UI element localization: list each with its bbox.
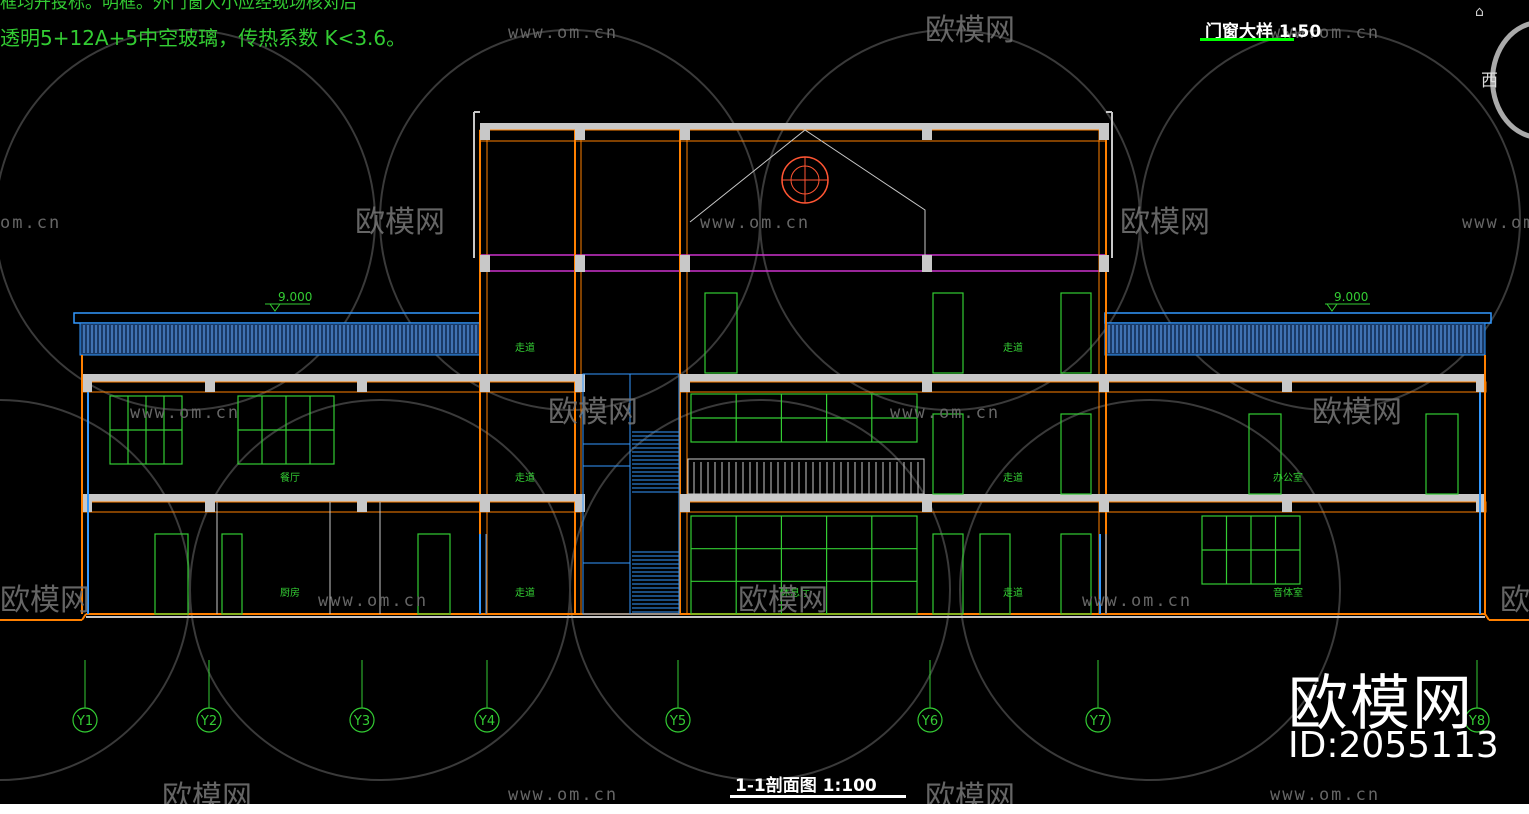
watermark-brand-large: 欧模网 xyxy=(1288,669,1474,739)
watermark-url: www.om.cn xyxy=(1462,213,1529,233)
bottom-border xyxy=(0,804,1529,814)
watermark-url: www.om.cn xyxy=(130,403,240,423)
watermark-url: www.om.cn xyxy=(890,403,1000,423)
watermark-url: om.cn xyxy=(0,213,61,233)
axis-label: Y6 xyxy=(921,714,938,729)
section-title-underline xyxy=(730,795,906,798)
room-label: 走道 xyxy=(1003,586,1023,599)
room-label: 走道 xyxy=(515,586,535,599)
room-label: 办公室 xyxy=(1273,471,1303,484)
watermark-brand: 欧模网 xyxy=(1120,205,1210,240)
wing-walls xyxy=(81,355,1486,614)
watermark-brand: 欧模网 xyxy=(1500,583,1529,618)
home-icon[interactable]: ⌂ xyxy=(1475,4,1484,20)
room-label: 厨房 xyxy=(280,586,300,599)
watermark-url: www.om.cn xyxy=(700,213,810,233)
watermark-id: ID:2055113 xyxy=(1288,725,1499,766)
room-label: 休息厅 xyxy=(780,586,810,599)
axis-bubble-y2: Y2 xyxy=(196,660,222,733)
spec-note-line-2: 透明5+12A+5中空玻璃，传热系数 K<3.6。 xyxy=(0,26,407,50)
axis-label: Y2 xyxy=(200,714,217,729)
room-label: 走道 xyxy=(515,341,535,354)
axis-bubble-y6: Y6 xyxy=(917,660,943,733)
watermark-brand: 欧模网 xyxy=(1312,395,1402,430)
watermark-circles xyxy=(0,29,1521,781)
openings xyxy=(109,292,1459,615)
elevation-label-left: 9.000 xyxy=(278,290,312,304)
balcony-railing xyxy=(687,458,925,495)
axis-label: Y8 xyxy=(1468,714,1485,729)
room-label: 走道 xyxy=(1003,341,1023,354)
axis-bubble-y3: Y3 xyxy=(349,660,375,733)
axis-bubble-y8: Y8 xyxy=(1464,660,1490,733)
room-label: 走道 xyxy=(1003,471,1023,484)
watermark-brand: 欧模网 xyxy=(548,395,638,430)
watermark-url: www.om.cn xyxy=(1270,785,1380,805)
axis-bubble-y7: Y7 xyxy=(1085,660,1111,733)
room-labels: 走道 走道 餐厅 走道 走道 办公室 厨房 走道 休息厅 走道 音体室 xyxy=(280,341,1303,599)
room-label: 音体室 xyxy=(1273,586,1303,599)
watermark-brand: 欧模网 xyxy=(355,205,445,240)
watermark-brand: 欧模网 xyxy=(925,13,1015,48)
axis-bubble-y4: Y4 xyxy=(474,660,500,733)
central-tower xyxy=(473,111,1113,614)
left-roof xyxy=(73,312,481,356)
watermark-url: www.om.cn xyxy=(1082,591,1192,611)
detail-title: 门窗大样 1:50 xyxy=(1205,22,1322,42)
axis-grid: Y1 Y2 Y3 Y4 Y5 Y6 Y7 Y8 xyxy=(72,660,1490,733)
watermark-url: www.om.cn xyxy=(1270,23,1380,43)
axis-bubble-y5: Y5 xyxy=(665,660,691,733)
watermark-url: www.om.cn xyxy=(318,591,428,611)
watermark-brand: 欧模网 xyxy=(738,583,828,618)
watermark-url: www.om.cn xyxy=(508,785,618,805)
section-title: 1-1剖面图 1:100 xyxy=(735,776,877,796)
elevation-marker-right: 9.000 xyxy=(1325,290,1370,312)
watermark-url: www.om.cn xyxy=(508,23,618,43)
floor-slabs xyxy=(81,374,1487,513)
watermark-brand: 欧模网 xyxy=(0,583,90,618)
elevation-label-right: 9.000 xyxy=(1334,290,1368,304)
room-label: 走道 xyxy=(515,471,535,484)
elevation-marker-left: 9.000 xyxy=(265,290,312,312)
detail-title-underline xyxy=(1200,38,1294,41)
axis-label: Y1 xyxy=(76,714,93,729)
axis-label: Y7 xyxy=(1089,714,1106,729)
room-label: 餐厅 xyxy=(280,471,300,484)
spec-note-line-1: 框均开投标。明框。外门窗大小应经现场核对后 xyxy=(0,0,357,13)
watermark-url: www.om.cn www.om.cn om.cn www.om.cn www.… xyxy=(0,23,1529,805)
viewcube-direction[interactable]: 西 xyxy=(1481,71,1498,91)
axis-label: Y3 xyxy=(353,714,370,729)
axis-label: Y5 xyxy=(669,714,686,729)
axis-bubble-y1: Y1 xyxy=(72,660,98,733)
axis-label: Y4 xyxy=(478,714,495,729)
beams xyxy=(82,123,1486,512)
right-roof xyxy=(1104,312,1492,356)
stair xyxy=(582,373,680,615)
